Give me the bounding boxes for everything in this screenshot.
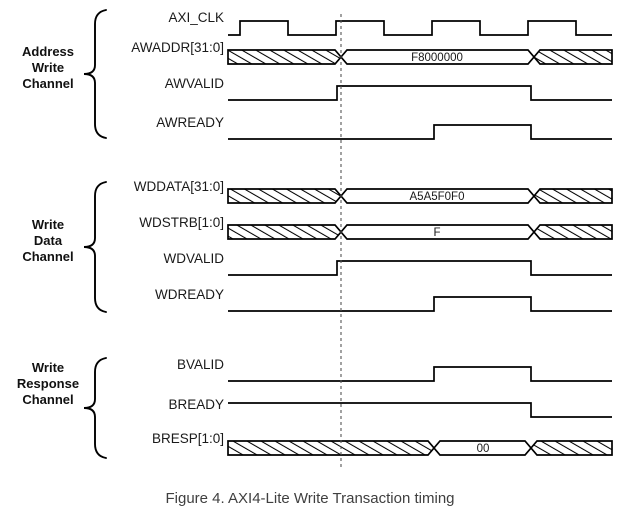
waveform-bvalid	[228, 366, 612, 382]
waveform-bresp-hatch-right	[529, 440, 613, 456]
signal-label-wdready: WDREADY	[155, 287, 224, 302]
brace-address-write-channel	[83, 9, 107, 139]
signal-labels: AXI_CLK AWADDR[31:0] AWVALID AWREADY WDDATA[…	[131, 10, 224, 446]
signal-label-wddata: WDDATA[31:0]	[134, 179, 224, 194]
signal-label-awready: AWREADY	[156, 115, 224, 130]
group-label-write-response-channel: Response	[17, 376, 79, 391]
group-label-address-write-channel: Write	[32, 60, 64, 75]
group-label-write-data-channel: Data	[34, 233, 63, 248]
signal-label-bvalid: BVALID	[177, 357, 224, 372]
waveform-awvalid	[228, 85, 612, 101]
waveform-bresp-hatch-left	[227, 440, 436, 456]
bus-value-awaddr: F8000000	[411, 52, 463, 64]
waveform-axi-clk	[228, 20, 612, 36]
group-label-write-data-channel: Channel	[22, 249, 73, 264]
brace-write-data-channel	[83, 181, 107, 313]
waveform-wddata-hatch-right	[532, 188, 613, 204]
signal-label-bresp: BRESP[1:0]	[152, 431, 224, 446]
signal-label-bready: BREADY	[168, 397, 224, 412]
waveform-wdready	[228, 296, 612, 312]
waveform-awaddr-hatch-left	[227, 49, 343, 65]
figure-caption: Figure 4. AXI4-Lite Write Transaction ti…	[165, 490, 454, 507]
channel-group-labels: AddressWriteChannelWriteDataChannelWrite…	[17, 44, 79, 407]
channel-braces	[83, 9, 107, 459]
waveform-wdstrb-hatch-right	[532, 224, 613, 240]
signal-label-awvalid: AWVALID	[165, 76, 225, 91]
waveform-awready	[228, 124, 612, 140]
waveform-bready	[228, 402, 612, 418]
group-label-address-write-channel: Channel	[22, 76, 73, 91]
bus-value-wddata: A5A5F0F0	[410, 191, 465, 203]
group-label-write-response-channel: Write	[32, 360, 64, 375]
brace-write-response-channel	[83, 357, 107, 459]
group-label-write-data-channel: Write	[32, 217, 64, 232]
signal-label-wdstrb: WDSTRB[1:0]	[139, 215, 224, 230]
group-label-address-write-channel: Address	[22, 44, 74, 59]
bus-value-wdstrb: F	[433, 227, 440, 239]
waveform-awaddr-hatch-right	[532, 49, 613, 65]
signal-label-axi-clk: AXI_CLK	[168, 10, 224, 25]
waveforms	[227, 20, 613, 456]
group-label-write-response-channel: Channel	[22, 392, 73, 407]
signal-label-awaddr: AWADDR[31:0]	[131, 40, 224, 55]
waveform-wdvalid	[228, 260, 612, 276]
signal-label-wdvalid: WDVALID	[163, 251, 224, 266]
bus-value-bresp: 00	[477, 443, 490, 455]
waveform-wddata-hatch-left	[227, 188, 343, 204]
waveform-wdstrb-hatch-left	[227, 224, 343, 240]
